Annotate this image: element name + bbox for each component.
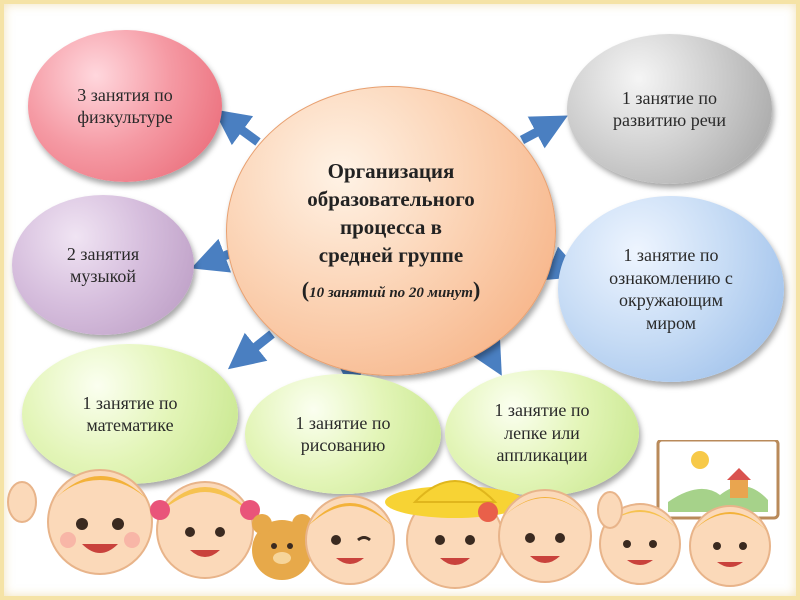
bubble-speech-text: 1 занятие по развитию речи: [613, 87, 726, 131]
child-with-hat: [385, 480, 525, 589]
bubble-drawing: 1 занятие по рисованию: [245, 374, 441, 494]
bubble-drawing-text: 1 занятие по рисованию: [295, 412, 391, 456]
bubble-environment: 1 занятие по ознакомлению с окружающим м…: [558, 196, 784, 382]
bubble-environment-text: 1 занятие по ознакомлению с окружающим м…: [609, 245, 733, 333]
bubble-modeling-text: 1 занятие по лепке или аппликации: [494, 400, 590, 466]
bubble-math: 1 занятие по математике: [22, 344, 238, 484]
center-title-line: Организация: [327, 159, 455, 184]
child-2: [150, 481, 260, 579]
center-title-line: образовательного: [307, 187, 475, 212]
center-bubble: Организация образовательного процесса в …: [226, 86, 556, 376]
child-1: [47, 469, 153, 575]
bubble-speech: 1 занятие по развитию речи: [567, 34, 772, 184]
children-illustration: [7, 440, 780, 589]
bubble-music: 2 занятия музыкой: [12, 195, 194, 335]
center-title: Организация образовательного процесса в …: [307, 158, 474, 270]
child-3: [305, 495, 395, 585]
bubble-pe: 3 занятия по физкультуре: [28, 30, 222, 182]
teddy-bear-icon: [252, 514, 312, 580]
bubble-music-text: 2 занятия музыкой: [66, 243, 140, 287]
child-6: [689, 505, 771, 587]
drawing-board-icon: [656, 440, 780, 520]
waving-hand-icon: [7, 481, 623, 529]
arrow-to-pe: [213, 109, 261, 146]
center-subtitle: (10 занятий по 20 минут): [302, 276, 481, 304]
arrow-to-math: [227, 330, 275, 370]
paren-close: ): [472, 277, 481, 303]
center-title-line: средней группе: [318, 243, 464, 268]
arrow-to-speech: [519, 115, 568, 149]
bubble-modeling: 1 занятие по лепке или аппликации: [445, 370, 639, 496]
paren-open: (: [301, 277, 310, 303]
center-title-line: процесса в: [340, 215, 442, 240]
child-4: [498, 489, 592, 583]
bubble-math-text: 1 занятие по математике: [82, 392, 178, 436]
bubble-pe-text: 3 занятия по физкультуре: [77, 84, 173, 128]
center-subtitle-text: 10 занятий по 20 минут: [309, 285, 473, 302]
